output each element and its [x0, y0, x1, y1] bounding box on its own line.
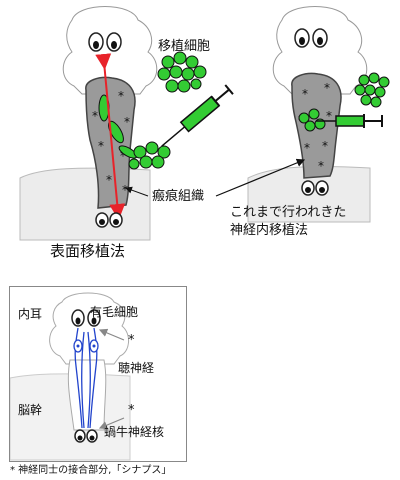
cell-cluster-left-lower	[128, 141, 171, 170]
inset-frame	[9, 286, 187, 462]
star-lower: *	[128, 403, 135, 418]
svg-text:*: *	[304, 141, 310, 155]
surface-arrow	[95, 53, 126, 220]
cell-cluster-right-upper	[354, 72, 390, 108]
svg-text:*: *	[106, 173, 112, 187]
svg-text:*: *	[124, 115, 130, 129]
synapse-pointer-upper	[98, 328, 125, 341]
star-upper: *	[128, 333, 135, 348]
svg-text:*: *	[302, 87, 308, 101]
inner-ear-outline-right	[272, 6, 368, 95]
left-panel: *** *** *	[19, 6, 234, 241]
cell-cluster-left-upper	[157, 51, 207, 93]
label-intraneural-line1: これまで行われきた	[230, 205, 347, 220]
label-transplanted-cells: 移植細胞	[158, 39, 211, 54]
svg-text:*: *	[322, 139, 328, 153]
right-panel: *** ****	[215, 6, 390, 223]
syringe-right	[316, 114, 383, 128]
syringe-left	[161, 84, 234, 147]
label-brainstem: 脳幹	[18, 403, 43, 417]
inset-diagram	[9, 292, 131, 461]
label-inner-ear: 内耳	[18, 307, 43, 321]
label-auditory-nerve: 聴神経	[118, 361, 155, 375]
svg-text:*: *	[92, 109, 98, 123]
synapse-pointer-lower	[98, 417, 125, 430]
svg-text:*: *	[324, 81, 330, 95]
nerve-fibers-inset	[74, 327, 98, 429]
label-surface-method: 表面移植法	[50, 242, 126, 260]
inner-ear-outline-inset	[49, 292, 129, 365]
label-hair-cell: 有毛細胞	[90, 305, 139, 319]
svg-text:*: *	[318, 159, 324, 173]
svg-text:*: *	[326, 109, 332, 123]
right-pointer	[215, 158, 306, 197]
footnote-synapse: * 神経同士の接合部分,「シナプス」	[10, 465, 172, 476]
scar-pointer	[125, 186, 149, 197]
svg-text:*: *	[98, 139, 104, 153]
brainstem-shape-left	[19, 167, 151, 241]
svg-text:*: *	[118, 89, 124, 103]
label-cochlear-nucleus: 蝸牛神経核	[104, 425, 165, 439]
label-scar-tissue: 瘢痕組織	[152, 189, 205, 204]
svg-text:*: *	[122, 183, 128, 197]
label-intraneural-line2: 神経内移植法	[230, 223, 309, 238]
